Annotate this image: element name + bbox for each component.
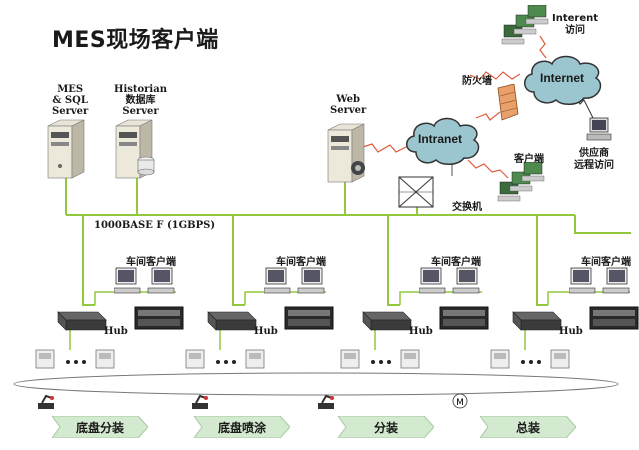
- internet-clients-icon: [501, 5, 549, 45]
- hub-label: Hub: [254, 326, 278, 337]
- workshop-client-label: 车间客户端: [431, 257, 481, 268]
- control-panel-icon: [589, 306, 639, 330]
- mes-server-icon: [47, 119, 85, 179]
- machine-row-icon: [185, 349, 265, 369]
- workstation-icon: [264, 267, 325, 294]
- hub-icon: [207, 311, 257, 331]
- spray-robot-icon: [190, 393, 212, 415]
- stage-label: 总装: [515, 420, 540, 435]
- supplier-pc-icon: [586, 117, 612, 141]
- firewall-icon: [497, 84, 519, 121]
- mes-server-label: MES & SQL Server: [52, 84, 89, 117]
- control-panel-icon: [134, 306, 184, 330]
- supplier-access-label: 供应商 远程访问: [574, 148, 614, 171]
- machine-row-icon: [490, 349, 570, 369]
- workstation-icon: [569, 267, 630, 294]
- workshop-client-label: 车间客户端: [276, 257, 326, 268]
- motor-icon: M: [452, 393, 468, 413]
- svg-text:M: M: [456, 398, 464, 408]
- machine-row-icon: [35, 349, 115, 369]
- control-panel-icon: [439, 306, 489, 330]
- hub-label: Hub: [559, 326, 583, 337]
- hub-label: Hub: [104, 326, 128, 337]
- stage-label: 分装: [373, 420, 398, 435]
- web-server-label: Web Server: [330, 94, 367, 116]
- workshop-client-label: 车间客户端: [581, 257, 631, 268]
- control-panel-icon: [284, 306, 334, 330]
- historian-server-label: Historian 数据库 Server: [114, 84, 167, 117]
- conveyor-icon: [316, 393, 338, 415]
- stage-label: 底盘分装: [75, 420, 124, 435]
- intranet-label: Intranet: [418, 132, 463, 146]
- internet-access-label: Interent 访问: [552, 13, 599, 36]
- client-label: 客户端: [514, 154, 544, 165]
- hub-label: Hub: [409, 326, 433, 337]
- internet-label: Internet: [540, 71, 585, 85]
- workstation-icon: [419, 267, 480, 294]
- backbone-label: 1000BASE F (1GBPS): [94, 220, 216, 231]
- machine-row-icon: [340, 349, 420, 369]
- workshop-client-label: 车间客户端: [126, 257, 176, 268]
- intranet-cloud-icon: [406, 117, 480, 165]
- hub-icon: [57, 311, 107, 331]
- switch-label: 交换机: [452, 202, 482, 213]
- web-server-icon: [327, 123, 365, 183]
- robot-arm-icon: [36, 393, 58, 415]
- stage-label: 底盘喷涂: [217, 420, 266, 435]
- switch-icon: [398, 176, 434, 208]
- hub-icon: [512, 311, 562, 331]
- firewall-label: 防火墙: [462, 76, 492, 87]
- page-title: MES现场客户端: [52, 28, 219, 53]
- stage-arrow: 底盘喷涂: [194, 416, 290, 438]
- internet-cloud-icon: [524, 55, 602, 105]
- stage-arrow: 分装: [338, 416, 434, 438]
- office-clients-icon: [497, 162, 545, 202]
- historian-server-icon: [115, 119, 155, 179]
- stage-arrow: 底盘分装: [52, 416, 148, 438]
- hub-icon: [362, 311, 412, 331]
- stage-arrow: 总装: [480, 416, 576, 438]
- workstation-icon: [114, 267, 175, 294]
